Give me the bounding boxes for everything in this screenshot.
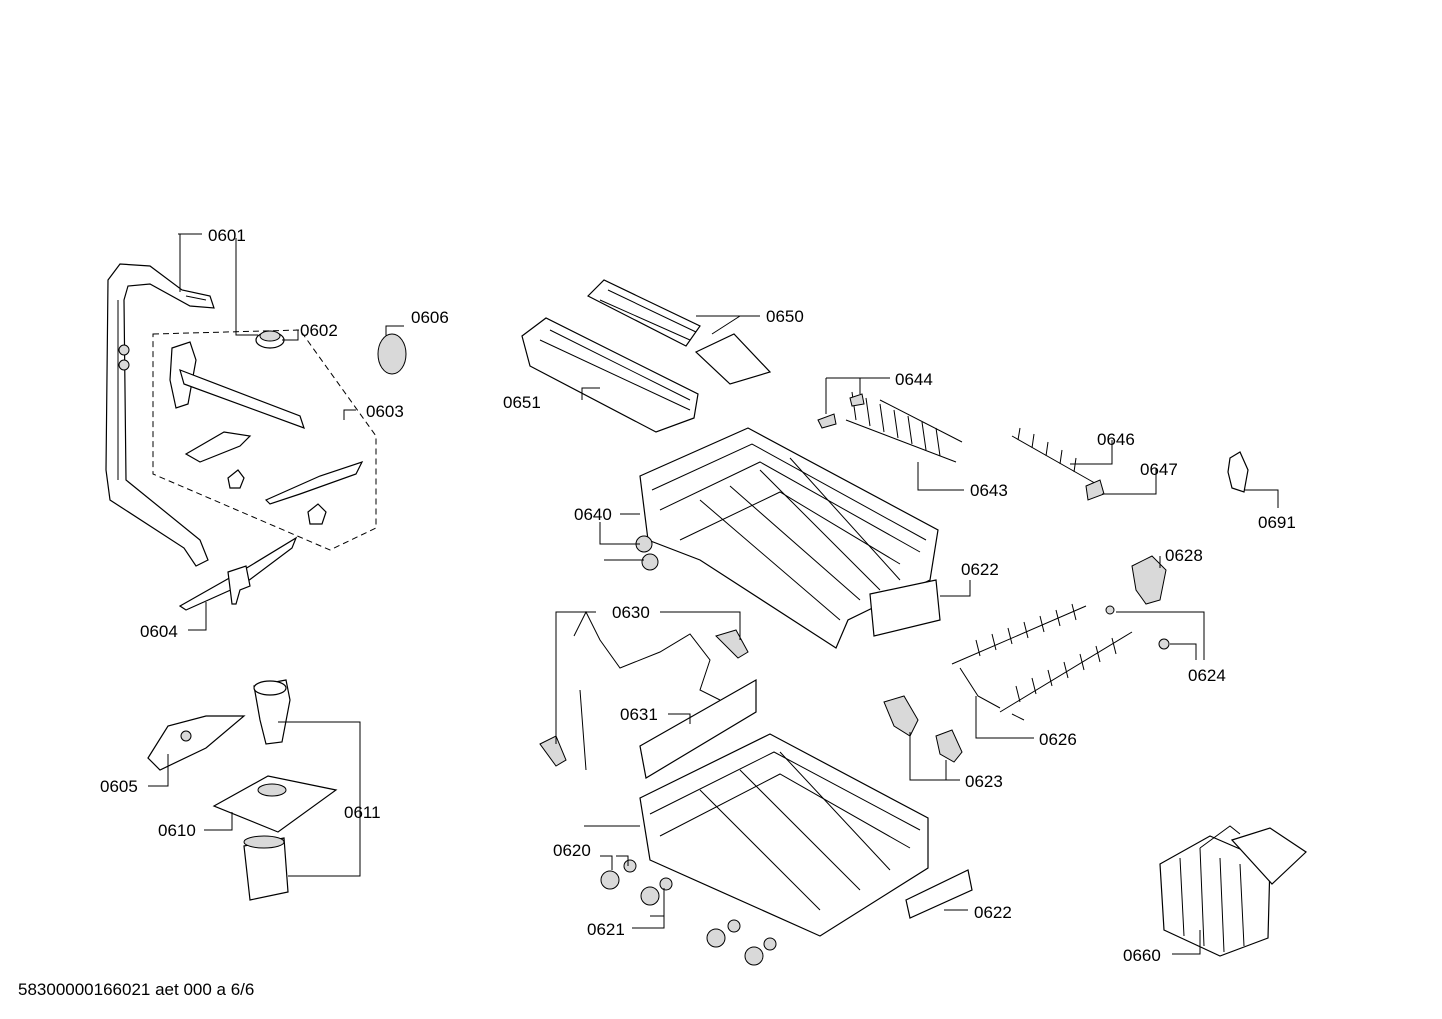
label-0610: 0610 xyxy=(158,821,196,840)
handle-grip-part xyxy=(905,869,973,919)
label-0606: 0606 xyxy=(411,308,449,327)
leader-lines xyxy=(148,233,1279,955)
label-0622-lower: 0622 xyxy=(974,903,1012,922)
filter-cover-part xyxy=(147,715,246,771)
label-0630: 0630 xyxy=(612,603,650,622)
basket-wheels-part xyxy=(600,859,777,966)
folding-tines-part xyxy=(817,391,963,463)
label-0603: 0603 xyxy=(366,402,404,421)
label-0691: 0691 xyxy=(1258,513,1296,532)
label-0643: 0643 xyxy=(970,481,1008,500)
label-0650: 0650 xyxy=(766,307,804,326)
label-0628: 0628 xyxy=(1165,546,1203,565)
label-0646: 0646 xyxy=(1097,430,1135,449)
cover-disc-part xyxy=(377,333,407,375)
label-0605: 0605 xyxy=(100,777,138,796)
cutlery-tray-part xyxy=(586,279,772,385)
label-0623: 0623 xyxy=(965,772,1003,791)
label-0640: 0640 xyxy=(574,505,612,524)
upper-basket-part xyxy=(635,427,941,649)
micro-filter-part xyxy=(253,679,291,745)
label-0601: 0601 xyxy=(208,226,246,245)
label-0621: 0621 xyxy=(587,920,625,939)
part-number-labels: 0601 0602 0603 0604 0605 0606 0610 0611 … xyxy=(100,226,1296,965)
cutlery-basket-part xyxy=(1159,825,1307,957)
label-0626: 0626 xyxy=(1039,730,1077,749)
cutlery-drawer-part xyxy=(521,317,699,433)
label-0604: 0604 xyxy=(140,622,178,641)
label-0660: 0660 xyxy=(1123,946,1161,965)
label-0611: 0611 xyxy=(344,803,381,822)
supply-pipe-part xyxy=(105,263,215,567)
spray-arm-assembly-outline xyxy=(152,329,377,551)
label-0620: 0620 xyxy=(553,841,591,860)
upper-spray-arm-part xyxy=(169,341,364,525)
plate-rack-part xyxy=(951,603,1133,721)
label-0647: 0647 xyxy=(1140,460,1178,479)
coarse-filter-part xyxy=(243,835,289,901)
label-0644: 0644 xyxy=(895,370,933,389)
document-id: 58300000166021 aet 000 a 6/6 xyxy=(18,980,255,999)
label-0624: 0624 xyxy=(1188,666,1226,685)
label-0651: 0651 xyxy=(503,393,541,412)
lower-spray-arm-part xyxy=(178,536,298,611)
rack-holder-part xyxy=(883,555,1170,763)
rack-clip-part xyxy=(1227,451,1249,493)
nozzle-nut-part xyxy=(255,330,285,349)
label-0631: 0631 xyxy=(620,705,658,724)
lower-basket-part xyxy=(539,610,929,937)
label-0602: 0602 xyxy=(300,321,338,340)
label-0622-upper: 0622 xyxy=(961,560,999,579)
fine-filter-part xyxy=(212,775,338,833)
